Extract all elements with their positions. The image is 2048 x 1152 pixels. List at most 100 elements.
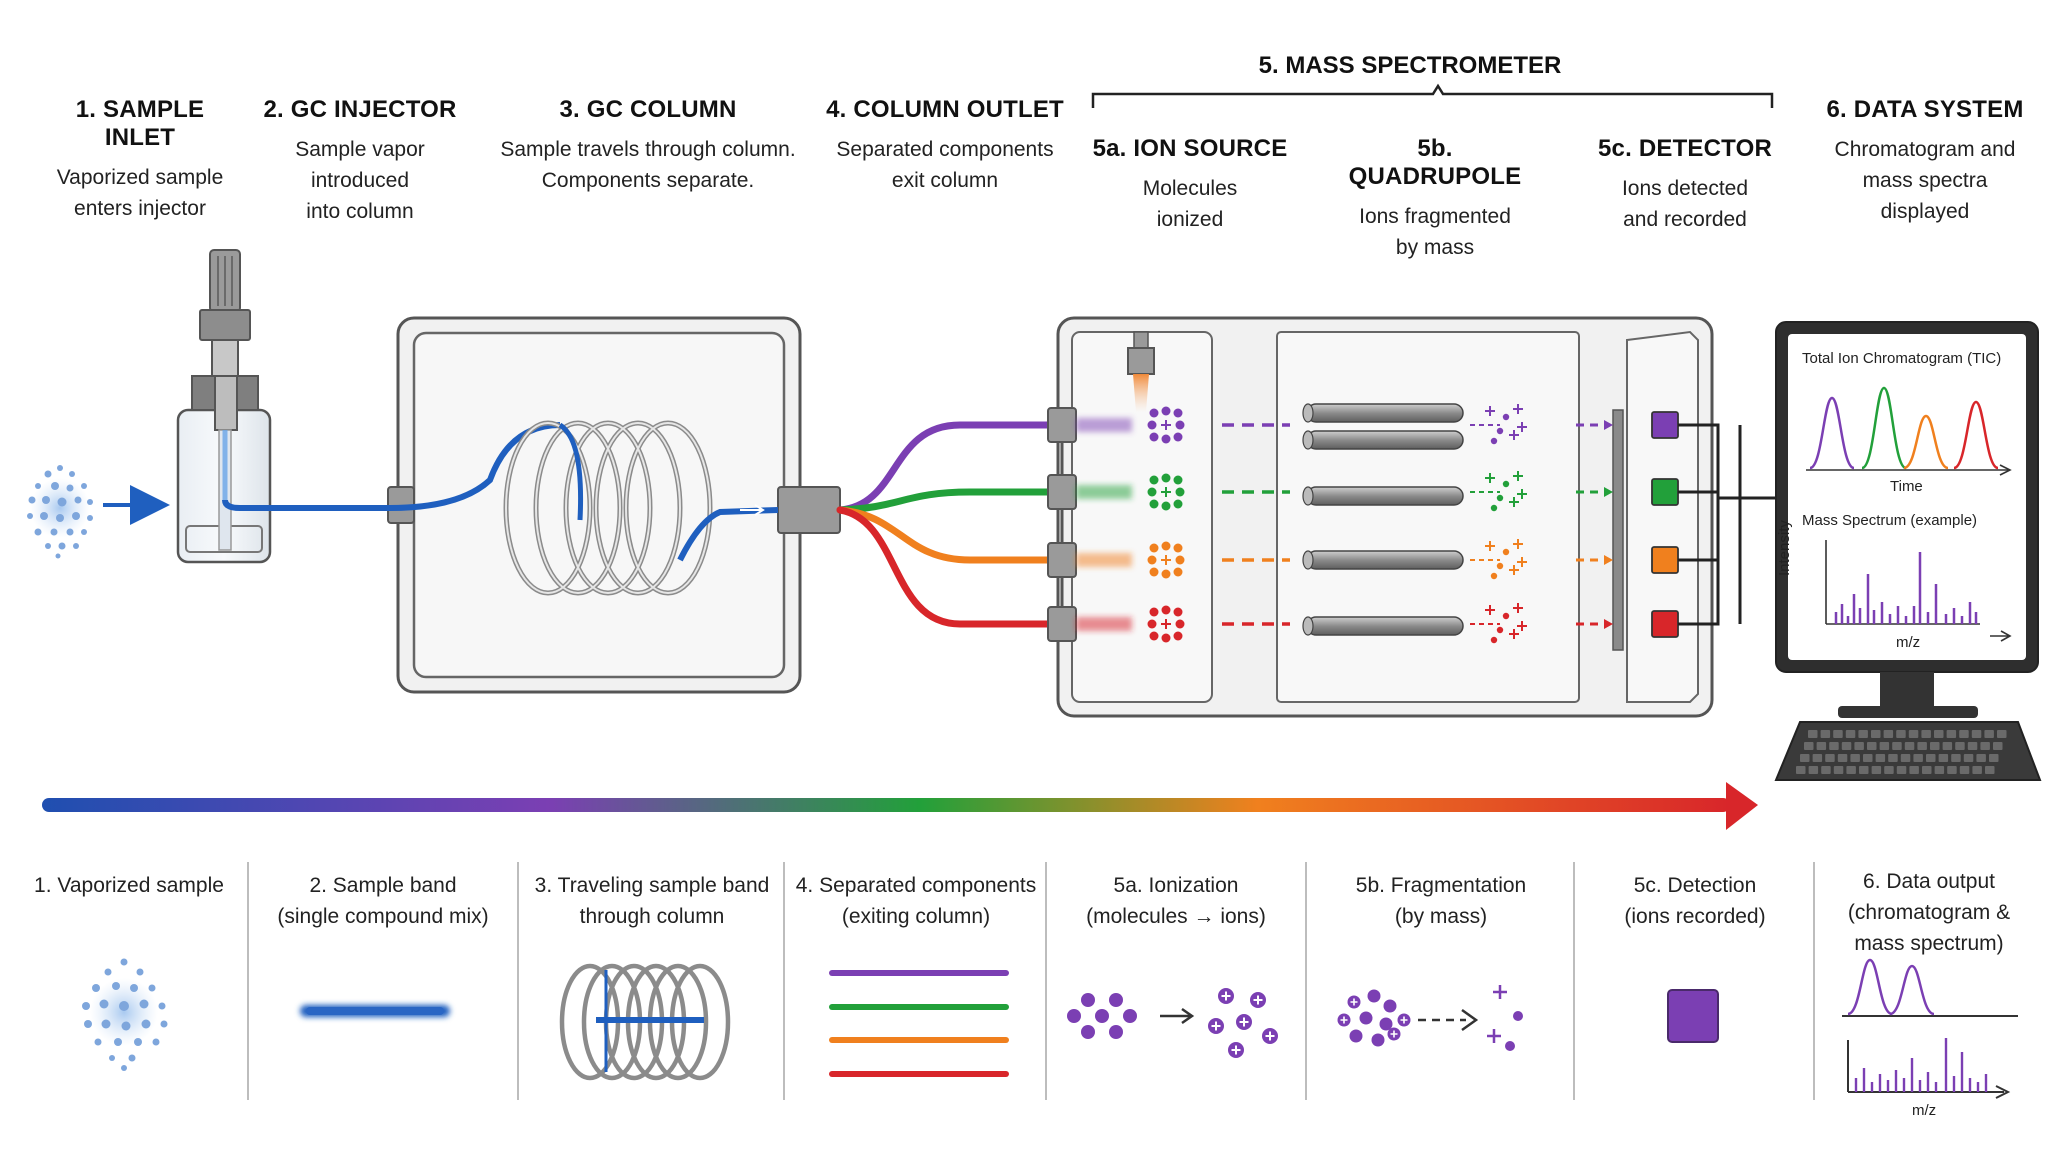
quadrupole-rod xyxy=(1306,486,1464,506)
ion-dot xyxy=(1161,569,1171,579)
tic-peak xyxy=(1847,958,1893,1016)
step-title: 5b. QUADRUPOLE xyxy=(1348,135,1522,190)
keyboard-key xyxy=(1976,754,1986,762)
fragment-dot xyxy=(1490,572,1498,580)
fragment-dot xyxy=(1349,1029,1363,1043)
quadrupole-rods xyxy=(1302,403,1464,636)
bottom-step-data-output: 6. Data output(chromatogram &mass spectr… xyxy=(1847,870,2011,955)
keyboard-key xyxy=(1846,766,1856,774)
detector-elements xyxy=(1651,411,1776,638)
mass-spectrometer-housing xyxy=(1056,316,1714,718)
step-title: 2. GC INJECTOR xyxy=(263,96,457,123)
plus-icon xyxy=(1161,619,1171,629)
keyboard-key xyxy=(1926,754,1936,762)
bottom-coil-icon xyxy=(559,963,731,1081)
keyboard-key xyxy=(1837,754,1848,762)
keyboard-key xyxy=(1871,730,1881,738)
ion-dot xyxy=(1175,555,1185,565)
step-title: 6. DATA SYSTEM xyxy=(1826,96,2024,123)
keyboard-key xyxy=(1955,742,1965,750)
keyboard-key xyxy=(1942,742,1953,750)
plus-icon xyxy=(1517,621,1527,631)
fragment-dot xyxy=(1371,1033,1385,1047)
keyboard-key xyxy=(1871,766,1882,774)
keyboard-key xyxy=(1812,754,1823,762)
separated-streams xyxy=(836,421,1054,628)
quadrupole-rod xyxy=(1306,403,1464,423)
keyboard-key xyxy=(1854,742,1864,750)
molecule-dot xyxy=(1081,993,1095,1007)
keyboard-key xyxy=(1980,742,1990,750)
keyboard-key xyxy=(1967,742,1978,750)
fragment-ions xyxy=(1470,404,1527,644)
bottom-separated-lines-icon xyxy=(829,970,1009,1077)
keyboard-key xyxy=(1820,730,1831,738)
keyboard-key xyxy=(1833,730,1843,738)
plus-icon xyxy=(1509,497,1519,507)
keyboard-key xyxy=(1938,754,1949,762)
arrowhead-icon xyxy=(1604,487,1613,497)
ion-dot xyxy=(1175,619,1185,629)
bottom-mz-label: m/z xyxy=(1912,1102,1937,1119)
rod-end xyxy=(1302,403,1314,423)
plus-icon xyxy=(1390,1030,1398,1038)
keyboard-key xyxy=(1796,766,1806,774)
mass-spectrum-chart xyxy=(1825,540,2012,642)
tic-peak xyxy=(1861,386,1907,470)
ms-bracket xyxy=(1091,83,1774,108)
keyboard-key xyxy=(1921,730,1931,738)
process-flow-arrow xyxy=(42,798,1730,812)
keyboard-key xyxy=(1959,730,1969,738)
plus-icon xyxy=(1485,541,1495,551)
keyboard-key xyxy=(1993,742,2003,750)
keyboard-key xyxy=(1833,766,1844,774)
ion-dot xyxy=(1173,607,1183,617)
keyboard-key xyxy=(1858,730,1868,738)
stream-glow xyxy=(1076,418,1132,631)
keyboard-key xyxy=(1934,730,1944,738)
fragment-dot xyxy=(1367,989,1381,1003)
plus-icon xyxy=(1487,1029,1501,1043)
plus-icon xyxy=(1513,471,1523,481)
column-flow-inside xyxy=(558,422,584,521)
molecule-dot xyxy=(1123,1009,1137,1023)
keyboard-key xyxy=(1892,742,1902,750)
keyboard-key xyxy=(1934,766,1945,774)
plus-icon xyxy=(1485,406,1495,416)
bottom-step-separated: 4. Separated components(exiting column) xyxy=(795,874,1037,928)
axis-arrow-icon xyxy=(1999,464,2012,476)
plus-icon xyxy=(1161,555,1171,565)
bottom-step-vaporized: 1. Vaporized sample xyxy=(34,874,224,897)
bottom-vapor-icon xyxy=(82,958,168,1071)
keyboard-key xyxy=(1908,730,1919,738)
ion-source-clusters xyxy=(1147,406,1185,643)
axis-arrow-icon xyxy=(1995,1085,2011,1099)
ion-dot xyxy=(1173,432,1183,442)
bottom-dividers xyxy=(247,862,1815,1100)
detector-wire xyxy=(1678,496,1776,626)
ion-dot xyxy=(1149,475,1159,485)
fragment-dot xyxy=(1513,1011,1523,1021)
tic-time-label: Time xyxy=(1890,478,1923,495)
keyboard-key xyxy=(1850,754,1860,762)
ion-dot xyxy=(1173,475,1183,485)
ms-intensity-label: Intensity xyxy=(1776,520,1793,576)
keyboard-key xyxy=(1821,766,1831,774)
keyboard-key xyxy=(1922,766,1932,774)
plus-icon xyxy=(1161,420,1171,430)
fragment-dot xyxy=(1496,562,1504,570)
keyboard-key xyxy=(1971,730,1982,738)
fragment-dot xyxy=(1490,504,1498,512)
plus-icon xyxy=(1211,1021,1221,1031)
keyboard-key xyxy=(1825,754,1835,762)
plus-icon xyxy=(1340,1016,1348,1024)
keyboard-key xyxy=(1951,754,1961,762)
plus-icon xyxy=(1231,1045,1241,1055)
bottom-data-output-icon xyxy=(1842,958,2018,1099)
fragment-dot xyxy=(1496,626,1504,634)
